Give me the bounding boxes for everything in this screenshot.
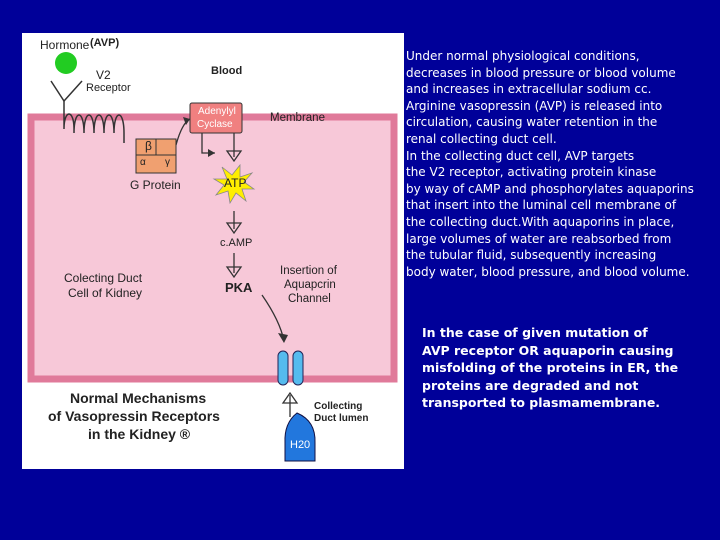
insertion-label-1: Insertion of (280, 265, 337, 277)
membrane-label: Membrane (270, 112, 325, 124)
gamma-label: γ (165, 157, 170, 168)
adenylyl-label: Adenylyl (198, 106, 236, 117)
cyclase-label: Cyclase (197, 119, 233, 130)
insertion-label-2: Aquapcrin (284, 279, 336, 291)
text-line: the collecting duct.With aquaporins in p… (406, 214, 675, 229)
mutation-note: In the case of given mutation of AVP rec… (422, 324, 712, 412)
collecting-lumen-label-2: Duct lumen (314, 413, 369, 424)
note-line: misfolding of the proteins in ER, the (422, 360, 679, 376)
receptor-binding-site (50, 80, 83, 103)
pka-label: PKA (225, 280, 253, 295)
text-line: In the collecting duct cell, AVP targets (406, 148, 635, 163)
caption-line-2: of Vasopressin Receptors (48, 408, 220, 424)
alpha-label: α (140, 157, 146, 168)
insertion-label-3: Channel (288, 293, 331, 305)
g-protein-label: G Protein (130, 178, 181, 192)
collecting-lumen-label-1: Collecting (314, 401, 363, 412)
caption-line-1: Normal Mechanisms (70, 390, 207, 406)
cell-of-kidney-label: Cell of Kidney (68, 286, 143, 300)
receptor-label: Receptor (86, 82, 131, 94)
v2-label: V2 (96, 68, 111, 82)
note-line: AVP receptor OR aquaporin causing (422, 342, 674, 358)
atp-burst (212, 163, 256, 205)
collecting-duct-cell (27, 113, 398, 383)
collecting-duct-label: Colecting Duct (64, 271, 143, 285)
hormone-label: Hormone (40, 38, 90, 52)
vasopressin-diagram: Hormone (AVP) V2 Receptor Blood Adenylyl… (22, 33, 404, 469)
beta-label: β (145, 139, 152, 153)
atp-label: ATP (224, 176, 247, 190)
water-drop (284, 412, 316, 462)
text-line: by way of cAMP and phosphorylates aquapo… (406, 181, 694, 196)
receptor-transmembrane-loops (63, 101, 125, 143)
text-line: body water, blood pressure, and blood vo… (406, 264, 690, 279)
text-line: the tubular fluid, subsequently increasi… (406, 248, 657, 263)
note-line: proteins are degraded and not (422, 377, 639, 393)
note-line: In the case of given mutation of (422, 325, 648, 340)
note-line: transported to plasmamembrane. (422, 395, 661, 411)
hormone-abbrev: (AVP) (90, 37, 120, 49)
physiology-description: Under normal physiological conditions, d… (406, 48, 718, 280)
aquaporin-left (277, 350, 289, 386)
text-line: Arginine vasopressin (AVP) is released i… (406, 98, 663, 113)
diagram-drawing (27, 52, 398, 462)
text-line: the V2 receptor, activating protein kina… (406, 165, 657, 180)
text-line: large volumes of water are reabsorbed fr… (406, 231, 672, 246)
aquaporin-right (292, 350, 304, 386)
h2o-label: H20 (290, 439, 311, 451)
camp-label: c.AMP (220, 237, 253, 249)
text-line: and increases in extracellular sodium cc… (406, 82, 652, 97)
adenylyl-cyclase-box (189, 102, 243, 134)
text-line: that insert into the luminal cell membra… (406, 198, 677, 213)
hormone-circle (55, 52, 77, 74)
caption-line-3: in the Kidney ® (88, 426, 191, 442)
text-line: decreases in blood pressure or blood vol… (406, 65, 676, 80)
text-line: Under normal physiological conditions, (406, 49, 640, 63)
blood-label: Blood (211, 65, 243, 77)
text-line: renal collecting duct cell. (406, 131, 557, 146)
text-line: circulation, causing water retention in … (406, 115, 658, 130)
